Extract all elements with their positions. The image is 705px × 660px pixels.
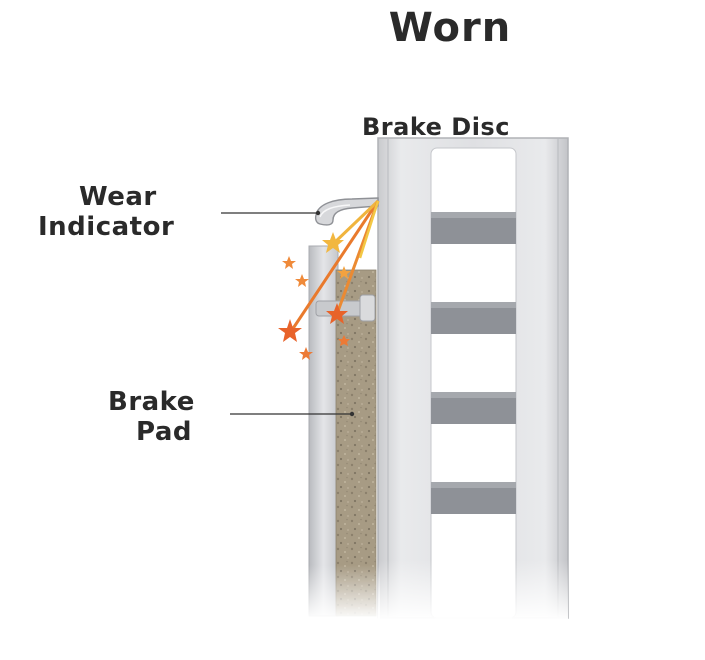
leader-lines [221, 210, 355, 417]
spark-star [326, 303, 348, 324]
spark-stars [278, 232, 351, 360]
spark-rays [288, 199, 380, 334]
wear-indicator-label-line1: Wear [79, 182, 157, 212]
brake-pad-label-line2: Pad [136, 417, 193, 447]
spark-star [278, 319, 302, 342]
brake-pad-leader-dot [349, 411, 355, 417]
brake-pad-label-line1: Brake [108, 387, 195, 417]
wear-indicator [314, 197, 379, 226]
wear-indicator-label-line2: Indicator [38, 212, 175, 242]
spark-star [337, 266, 351, 279]
brake-pad [305, 245, 380, 620]
diagram-title: Worn [388, 5, 512, 51]
brake-disc-label: Brake Disc [362, 113, 510, 141]
spark-star [282, 256, 296, 269]
cooling-vanes [431, 212, 516, 514]
wear-indicator-leader-dot [315, 210, 321, 216]
spark-star [338, 335, 350, 346]
spark-star [322, 232, 344, 253]
spark-star [299, 347, 313, 360]
brake-disc [377, 137, 569, 620]
spark-star [295, 274, 309, 287]
